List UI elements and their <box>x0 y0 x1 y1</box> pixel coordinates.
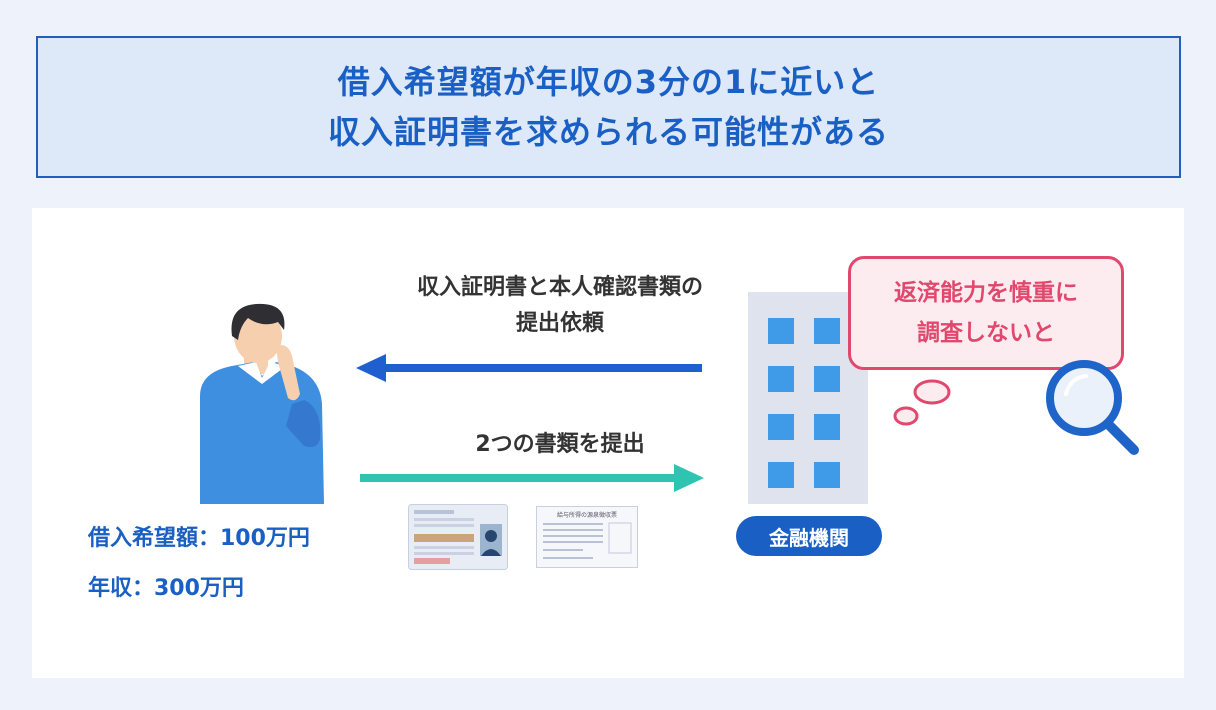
thought-bubble: 返済能力を慎重に 調査しないと <box>848 256 1124 370</box>
thought-dots <box>893 379 951 426</box>
title-line-1: 借入希望額が年収の3分の1に近いと <box>337 63 880 101</box>
diagram-panel: 借入希望額：100万円 年収：300万円 収入証明書と本人確認書類の 提出依頼 … <box>32 208 1184 678</box>
submit-text: 2つの書類を提出 <box>475 432 645 457</box>
withholding-slip-title: 給与所得の源泉徴収票 <box>556 512 617 519</box>
title-line-2: 収入証明書を求められる可能性がある <box>327 113 889 151</box>
loan-amount-label: 借入希望額：100万円 <box>88 526 310 551</box>
withholding-slip-icon: 給与所得の源泉徴収票 <box>536 506 638 568</box>
request-text: 収入証明書と本人確認書類の 提出依頼 <box>350 270 770 342</box>
request-line-1: 収入証明書と本人確認書類の <box>416 275 703 300</box>
person-icon <box>200 303 324 504</box>
thought-line-2: 調査しないと <box>917 320 1055 346</box>
magnifier-icon <box>1046 360 1139 455</box>
page-title: 借入希望額が年収の3分の1に近いと 収入証明書を求められる可能性がある <box>36 36 1181 178</box>
withholding-slip-lines <box>543 522 632 559</box>
request-arrow <box>356 354 702 382</box>
thought-line-1: 返済能力を慎重に <box>894 280 1078 306</box>
submit-arrow <box>360 464 704 492</box>
annual-income-label: 年収：300万円 <box>88 576 244 601</box>
bank-label: 金融機関 <box>736 516 882 556</box>
id-card-icon <box>408 504 508 570</box>
request-line-2: 提出依頼 <box>515 311 604 336</box>
